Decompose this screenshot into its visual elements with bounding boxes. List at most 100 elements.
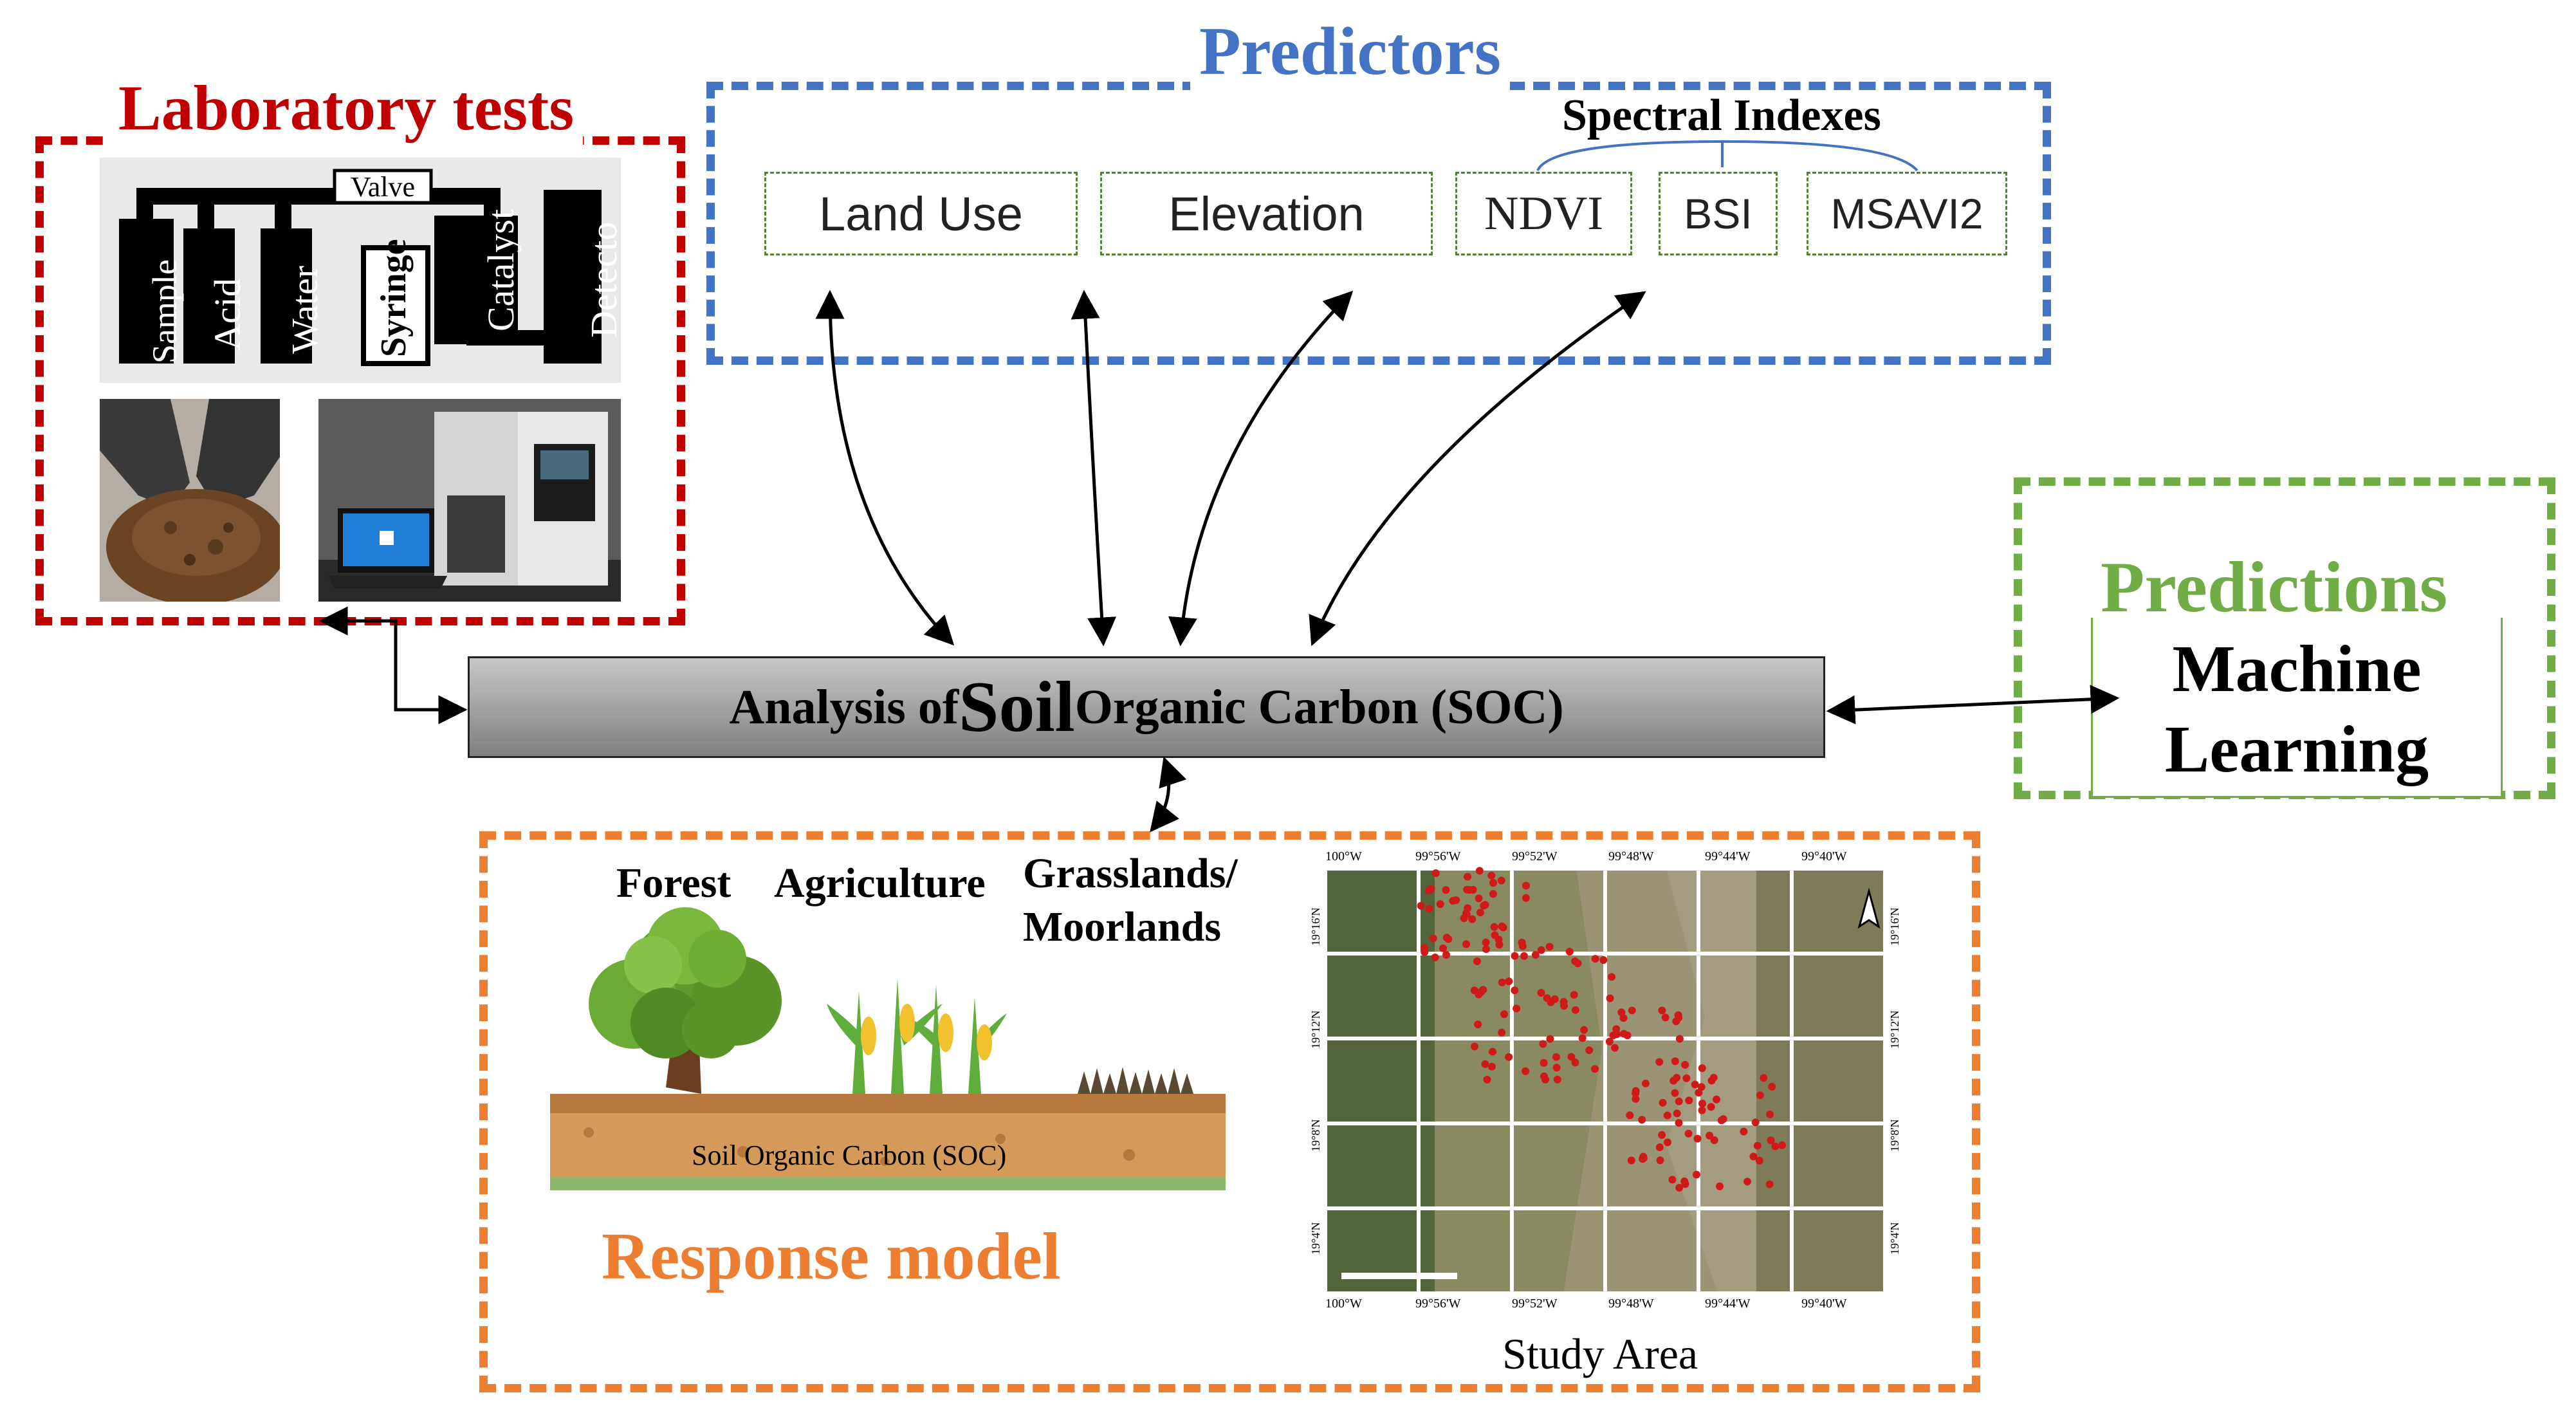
- map-sample-point: [1719, 1115, 1727, 1123]
- map-sample-point: [1537, 946, 1545, 954]
- valve-label: Valve: [350, 171, 416, 203]
- map-top-tick: 99°52'W: [1512, 849, 1558, 863]
- map-sample-point: [1760, 1074, 1768, 1082]
- map-top-tick: 99°56'W: [1415, 849, 1461, 863]
- map-sample-point: [1693, 1134, 1702, 1143]
- map-sample-point: [1439, 944, 1447, 952]
- map-sample-point: [1766, 1111, 1774, 1118]
- agriculture-label: Agriculture: [774, 860, 986, 907]
- map-sample-point: [1545, 943, 1554, 951]
- map-sample-point: [1675, 1035, 1684, 1043]
- map-sample-point: [1431, 954, 1439, 961]
- map-sample-point: [1675, 1119, 1683, 1127]
- map-sample-point: [1749, 1152, 1758, 1161]
- machine-learning-line1: Machine: [2172, 632, 2422, 706]
- map-sample-point: [1684, 1129, 1693, 1138]
- map-sample-point: [1475, 990, 1483, 999]
- map-sample-point: [1578, 1034, 1587, 1042]
- map-sample-point: [1765, 1180, 1774, 1188]
- lab-schematic: [100, 158, 621, 383]
- map-sample-point: [1675, 1097, 1683, 1105]
- map-sample-point: [1473, 957, 1481, 965]
- map-sample-point: [1468, 915, 1477, 923]
- map-bottom-tick: 99°52'W: [1512, 1297, 1558, 1311]
- map-sample-point: [1697, 1083, 1706, 1091]
- map-sample-point: [1767, 1136, 1775, 1145]
- map-sample-point: [1421, 948, 1429, 956]
- map-sample-point: [1698, 1100, 1706, 1108]
- map-sample-point: [1608, 973, 1616, 981]
- bsi-box: BSI: [1659, 172, 1778, 255]
- map-sample-point: [1655, 1143, 1664, 1151]
- forest-label: Forest: [616, 860, 731, 907]
- map-sample-point: [1537, 989, 1545, 997]
- map-sample-point: [1560, 1002, 1568, 1010]
- map-sample-point: [1685, 1096, 1693, 1105]
- map-sample-point: [1591, 1065, 1599, 1073]
- map-sample-point: [1632, 1087, 1640, 1095]
- study-area-caption: Study Area: [1502, 1329, 1698, 1378]
- map-sample-point: [1658, 1006, 1666, 1015]
- map-sample-point: [1693, 1170, 1700, 1179]
- map-sample-point: [1611, 1044, 1619, 1052]
- response-model-title: Response model: [602, 1219, 1061, 1293]
- land-use-box: Land Use: [764, 172, 1078, 255]
- map-sample-point: [1663, 1138, 1671, 1147]
- map-sample-point: [1612, 1025, 1621, 1033]
- map-sample-point: [1442, 934, 1451, 942]
- map-sample-point: [1623, 1031, 1632, 1040]
- machine-learning-line2: Learning: [2164, 712, 2429, 786]
- map-sample-point: [1617, 1008, 1626, 1017]
- map-sample-point: [1668, 1176, 1677, 1184]
- map-sample-point: [1627, 1156, 1635, 1165]
- map-sample-point: [1552, 1053, 1560, 1061]
- map-sample-point: [1442, 886, 1450, 894]
- map-top-ticks: 100°W 99°56'W 99°52'W 99°48'W 99°44'W 99…: [1306, 849, 1898, 875]
- map-sample-point: [1539, 1040, 1547, 1048]
- map-bottom-tick: 100°W: [1325, 1297, 1362, 1311]
- map-sample-point: [1710, 1136, 1718, 1145]
- map-sample-point: [1522, 1067, 1530, 1075]
- map-sample-point: [1632, 1094, 1640, 1103]
- map-sample-point: [1740, 1127, 1748, 1136]
- map-sample-point: [1498, 978, 1506, 986]
- arrow-ndvi: [1168, 290, 1354, 647]
- map-sample-point: [1505, 977, 1513, 986]
- map-sample-point: [1531, 951, 1540, 959]
- grasslands-label: Grasslands/: [1023, 850, 1238, 897]
- map-sample-point: [1417, 901, 1425, 910]
- analysis-prefix: Analysis of: [729, 679, 959, 734]
- arrow-predictions: [1826, 685, 2120, 725]
- map-bottom-tick: 99°44'W: [1705, 1297, 1751, 1311]
- arrow-lab: [318, 606, 468, 725]
- map-sample-point: [1753, 1141, 1762, 1150]
- map-sample-point: [1431, 869, 1440, 877]
- map-sample-point: [1462, 940, 1470, 948]
- map-sample-point: [1520, 952, 1528, 960]
- map-top-tick: 100°W: [1325, 849, 1362, 863]
- map-sample-point: [1709, 1073, 1718, 1082]
- map-sample-point: [1565, 948, 1574, 956]
- study-area-map: [1306, 856, 1898, 1319]
- map-sample-point: [1481, 1060, 1489, 1068]
- map-top-tick: 99°48'W: [1608, 849, 1654, 863]
- analysis-suffix: Organic Carbon (SOC): [1074, 679, 1564, 734]
- soil-organic-carbon-label: Soil Organic Carbon (SOC): [692, 1140, 1007, 1171]
- map-sample-point: [1483, 1075, 1491, 1084]
- map-sample-point: [1425, 905, 1433, 913]
- map-sample-point: [1768, 1082, 1776, 1091]
- map-sample-point: [1498, 922, 1506, 930]
- map-sample-point: [1756, 1091, 1764, 1100]
- elevation-box: Elevation: [1100, 172, 1433, 255]
- map-sample-point: [1674, 1011, 1682, 1019]
- map-sample-point: [1546, 1035, 1554, 1043]
- map-sample-point: [1482, 938, 1490, 946]
- map-top-tick: 99°40'W: [1801, 849, 1847, 863]
- land-use-illustration: [550, 907, 1226, 1190]
- map-sample-point: [1707, 1103, 1715, 1111]
- map-sample-point: [1672, 1017, 1680, 1026]
- msavi2-box: MSAVI2: [1807, 172, 2007, 255]
- moorlands-label: Moorlands: [1023, 903, 1222, 950]
- map-sample-point: [1495, 936, 1503, 944]
